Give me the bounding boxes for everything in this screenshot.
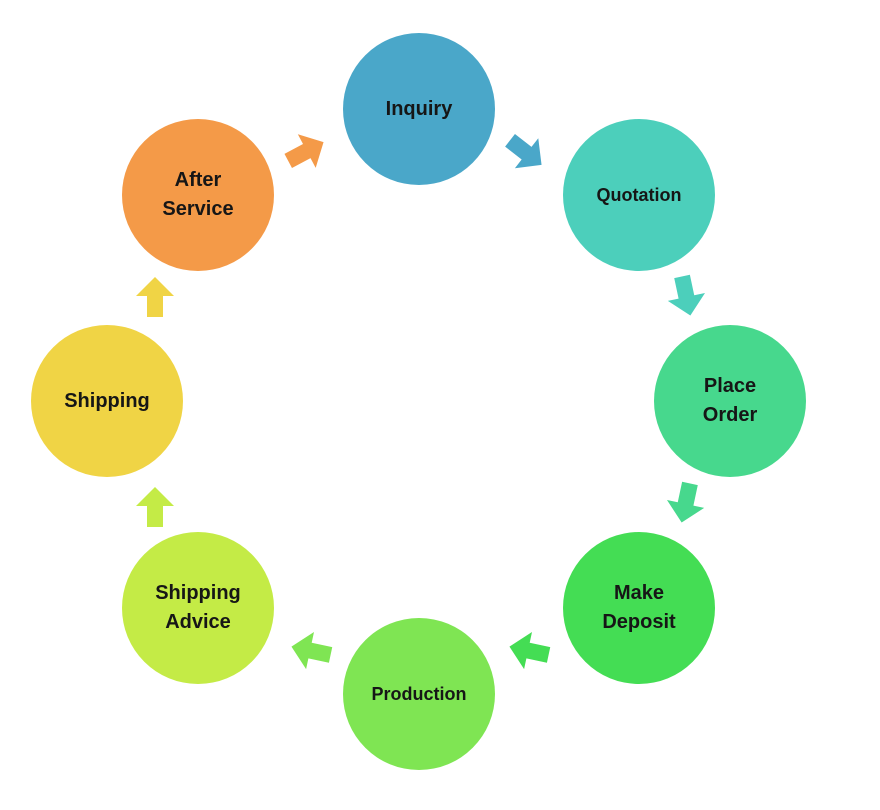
arrow-shipping-to-after-service: [136, 277, 174, 317]
step-make-deposit[interactable]: Make Deposit: [563, 532, 715, 684]
arrow-inquiry-to-quotation: [505, 133, 542, 169]
arrow-place-order-to-make-deposit: [666, 481, 705, 523]
step-shipping-advice[interactable]: Shipping Advice: [122, 532, 274, 684]
arrow-make-deposit-to-production: [509, 631, 551, 670]
step-production-label: Production: [371, 683, 467, 704]
step-place-order[interactable]: Place Order: [654, 325, 806, 477]
step-after-service[interactable]: After Service: [122, 119, 274, 271]
step-shipping-advice-label: Shipping Advice: [155, 582, 241, 633]
step-shipping[interactable]: Shipping: [31, 325, 183, 477]
step-after-service-label: After Service: [162, 169, 234, 220]
arrow-shipping-advice-to-shipping: [136, 487, 174, 527]
step-quotation-label: Quotation: [596, 184, 682, 205]
step-make-deposit-label: Make Deposit: [602, 582, 676, 633]
step-quotation[interactable]: Quotation: [563, 119, 715, 271]
step-place-order-label: Place Order: [702, 375, 758, 426]
step-inquiry[interactable]: Inquiry: [343, 33, 495, 185]
step-shipping-label: Shipping: [64, 389, 150, 412]
arrow-after-service-to-inquiry: [284, 134, 324, 168]
step-production[interactable]: Production: [343, 618, 495, 770]
arrow-quotation-to-place-order: [667, 274, 706, 316]
step-inquiry-label: Inquiry: [385, 97, 453, 120]
arrow-production-to-shipping-advice: [291, 631, 333, 670]
